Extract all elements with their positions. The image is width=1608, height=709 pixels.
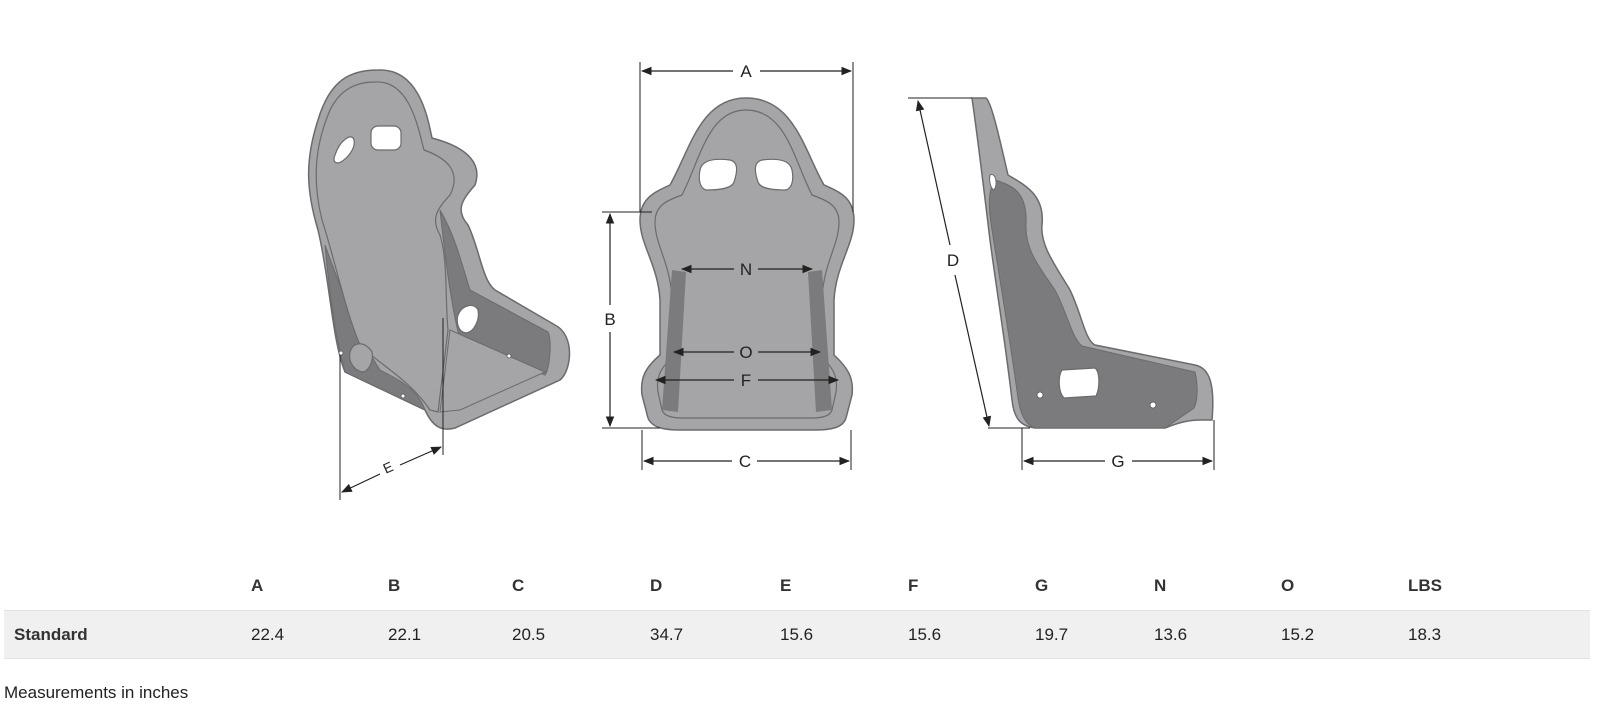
dim-label-d: D — [947, 251, 959, 270]
column-header: O — [1281, 576, 1295, 595]
table-header-row: A B C D E F G N O LBS — [4, 568, 1590, 610]
table-cell: 22.1 — [388, 624, 422, 644]
seat-dimension-diagram: E A B C N O F — [307, 62, 1215, 500]
table-cell: 20.5 — [512, 624, 546, 644]
dim-label-c: C — [739, 452, 751, 471]
column-header: C — [512, 576, 525, 595]
table-cell: 15.6 — [908, 624, 942, 644]
table-cell: 13.6 — [1154, 624, 1188, 644]
seat-side-view: D G — [908, 97, 1215, 471]
column-header: G — [1035, 576, 1049, 595]
dim-label-f: F — [741, 371, 751, 390]
column-header: B — [388, 576, 401, 595]
column-header: LBS — [1408, 576, 1442, 595]
column-header: N — [1154, 576, 1167, 595]
dim-label-b: B — [604, 310, 615, 329]
column-header: F — [908, 576, 919, 595]
column-header: E — [780, 576, 792, 595]
dimensions-table: A B C D E F G N O LBS Standard 22.4 22.1… — [4, 568, 1590, 659]
table-cell: 19.7 — [1035, 624, 1069, 644]
table-cell: 34.7 — [650, 624, 684, 644]
table-cell: 18.3 — [1408, 624, 1442, 644]
table-cell: 22.4 — [251, 624, 285, 644]
column-header: A — [251, 576, 264, 595]
dim-label-n: N — [740, 260, 752, 279]
dim-label-g: G — [1111, 452, 1124, 471]
seat-front-view: A B C N O F — [602, 62, 855, 471]
column-header: D — [650, 576, 663, 595]
table-cell: 15.6 — [780, 624, 814, 644]
table-row: Standard 22.4 22.1 20.5 34.7 15.6 15.6 1… — [4, 610, 1590, 659]
row-label: Standard — [14, 624, 88, 644]
dim-label-e: E — [380, 458, 395, 476]
table-cell: 15.2 — [1281, 624, 1315, 644]
dim-label-o: O — [739, 343, 752, 362]
dim-label-a: A — [740, 62, 752, 81]
seat-isometric-view: E — [307, 69, 571, 500]
measurement-footnote: Measurements in inches — [4, 683, 189, 702]
